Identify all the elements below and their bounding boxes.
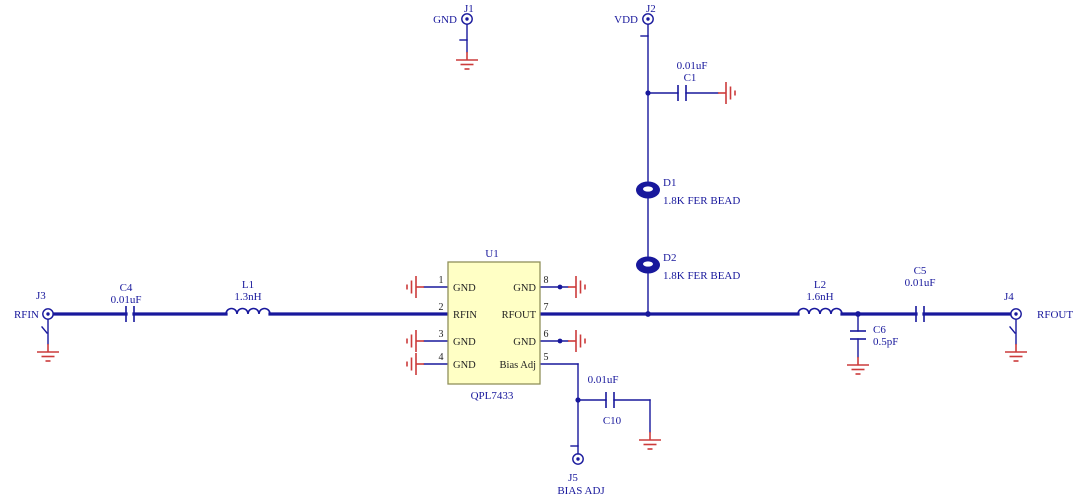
- ground-symbol-pin4: [406, 352, 425, 376]
- label-j2-net: VDD: [614, 14, 638, 26]
- pin-number-2: 2: [439, 302, 444, 313]
- connector-j3-symbol: [42, 308, 54, 320]
- signal-wires: [41, 23, 1017, 455]
- inductor-l1: L1 1.3nH: [225, 279, 271, 315]
- pin-name-6: GND: [513, 337, 536, 348]
- connector-j3: J3 RFIN: [14, 290, 54, 321]
- connector-j4-symbol: [1010, 308, 1022, 320]
- pin-number-1: 1: [439, 275, 444, 286]
- pin-name-1: GND: [453, 283, 476, 294]
- label-j4-ref: J4: [1004, 291, 1014, 303]
- label-u1-ref: U1: [485, 248, 498, 260]
- inductor-l2-symbol: [797, 307, 843, 315]
- label-c5-value: 0.01uF: [905, 277, 936, 289]
- inductor-l1-symbol: [225, 307, 271, 315]
- ground-symbol-j3: [36, 343, 60, 362]
- label-c10-ref: C10: [603, 415, 622, 427]
- label-l1-ref: L1: [242, 279, 254, 291]
- connector-j1: J1 GND: [433, 3, 474, 26]
- pin-number-8: 8: [544, 275, 549, 286]
- label-d1-value: 1.8K FER BEAD: [663, 195, 740, 207]
- ground-symbol-j4: [1004, 343, 1028, 362]
- label-c10-value: 0.01uF: [588, 374, 619, 386]
- pin-name-5: Bias Adj: [500, 360, 537, 371]
- label-c4-ref: C4: [120, 282, 133, 294]
- ferrite-bead-d2-symbol: [636, 256, 660, 274]
- ferrite-bead-d2: D2 1.8K FER BEAD: [636, 252, 740, 282]
- pin-number-7: 7: [544, 302, 549, 313]
- connector-j5: J5 BIAS ADJ: [557, 453, 605, 497]
- label-l2-value: 1.6nH: [806, 291, 833, 303]
- capacitor-c6-symbol: [849, 330, 867, 340]
- label-u1-part: QPL7433: [471, 390, 514, 402]
- label-j2-ref: J2: [646, 3, 656, 15]
- label-j1-ref: J1: [464, 3, 474, 15]
- label-j4-net: RFOUT: [1037, 309, 1073, 321]
- ground-symbol-j1: [455, 51, 479, 70]
- connector-j2-symbol: [642, 13, 654, 25]
- ground-symbol-c6: [846, 356, 870, 375]
- capacitor-c10: 0.01uF C10: [588, 374, 622, 427]
- label-d2-ref: D2: [663, 252, 676, 264]
- label-j5-net: BIAS ADJ: [557, 485, 605, 497]
- ground-symbol-pin1: [406, 275, 425, 299]
- label-j1-net: GND: [433, 14, 457, 26]
- pin-name-2: RFIN: [453, 310, 477, 321]
- capacitor-c6: C6 0.5pF: [849, 324, 898, 348]
- pin-name-8: GND: [513, 283, 536, 294]
- connector-j2: J2 VDD: [614, 3, 656, 26]
- pin-name-4: GND: [453, 360, 476, 371]
- pin-number-5: 5: [544, 352, 549, 363]
- ferrite-bead-d1-symbol: [636, 181, 660, 199]
- ground-symbol-c10: [638, 431, 662, 450]
- label-j5-ref: J5: [568, 472, 578, 484]
- pin-name-3: GND: [453, 337, 476, 348]
- ic-u1: U1 QPL7433 1 2 3 4 8 7 6 5 GND RFIN GND …: [439, 248, 549, 402]
- inductor-l2: L2 1.6nH: [797, 279, 843, 315]
- label-c6-ref: C6: [873, 324, 886, 336]
- label-d2-value: 1.8K FER BEAD: [663, 270, 740, 282]
- ground-symbol-pin8: [567, 275, 586, 299]
- label-l2-ref: L2: [814, 279, 826, 291]
- ic-u1-body: [447, 261, 541, 385]
- label-c1-ref: C1: [684, 72, 697, 84]
- label-c4-value: 0.01uF: [111, 294, 142, 306]
- connector-j5-symbol: [572, 453, 584, 465]
- label-j3-ref: J3: [36, 290, 46, 302]
- label-d1-ref: D1: [663, 177, 676, 189]
- pin-number-4: 4: [439, 352, 444, 363]
- junction-dots: [557, 90, 861, 403]
- capacitor-c4: C4 0.01uF: [111, 282, 142, 323]
- capacitor-c1-symbol: [677, 84, 687, 102]
- label-l1-value: 1.3nH: [234, 291, 261, 303]
- ferrite-bead-d1: D1 1.8K FER BEAD: [636, 177, 740, 207]
- capacitor-c10-symbol: [605, 391, 615, 409]
- label-j3-net: RFIN: [14, 309, 39, 321]
- label-c1-value: 0.01uF: [677, 60, 708, 72]
- ground-symbol-c1: [717, 81, 736, 105]
- connector-j4: J4 RFOUT: [1004, 291, 1073, 321]
- label-c6-value: 0.5pF: [873, 336, 898, 348]
- pin-number-3: 3: [439, 329, 444, 340]
- ground-symbol-pin6: [567, 329, 586, 353]
- label-c5-ref: C5: [914, 265, 927, 277]
- connector-j1-symbol: [461, 13, 473, 25]
- pin-number-6: 6: [544, 329, 549, 340]
- capacitor-c5: C5 0.01uF: [905, 265, 936, 323]
- ground-symbol-pin3: [406, 329, 425, 353]
- capacitor-c1: 0.01uF C1: [677, 60, 708, 102]
- pin-name-7: RFOUT: [502, 310, 537, 321]
